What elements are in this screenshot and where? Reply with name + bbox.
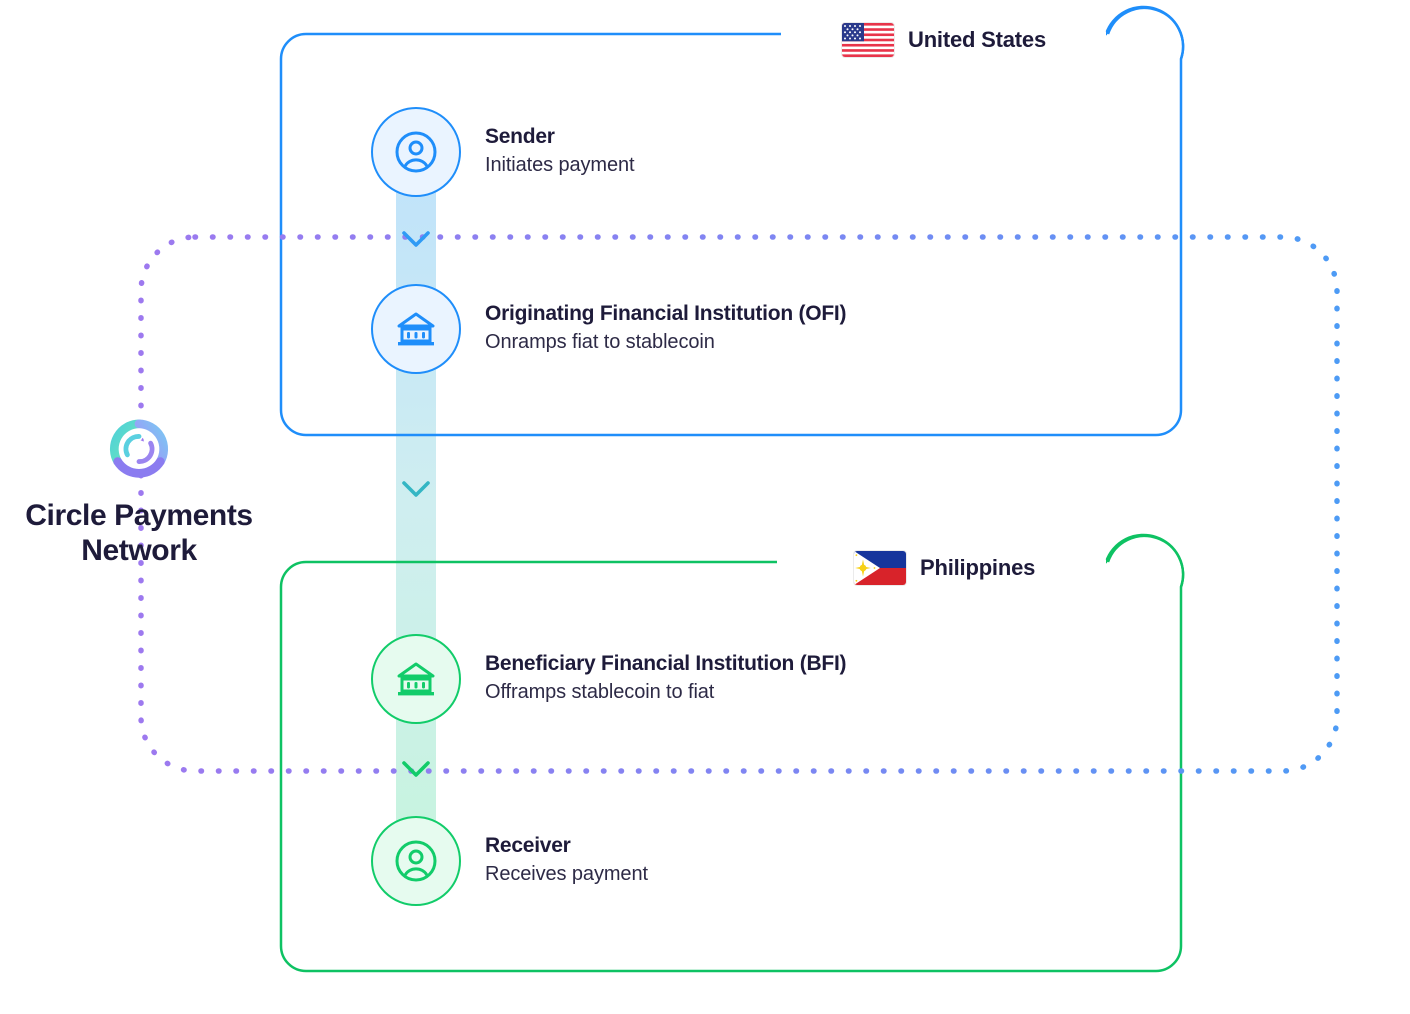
chevron-down-icon-1 — [402, 231, 430, 247]
flag-philippines-icon — [854, 551, 906, 585]
node-receiver-text: Receiver Receives payment — [485, 832, 648, 890]
chevron-down-icon-2 — [402, 481, 430, 497]
node-ofi-text: Originating Financial Institution (OFI) … — [485, 300, 846, 358]
node-subtitle: Initiates payment — [485, 153, 635, 176]
region-label-united-states: United States — [836, 23, 1052, 57]
node-title: Originating Financial Institution (OFI) — [485, 302, 847, 326]
brand-name-line2: Network — [81, 534, 197, 568]
node-title: Beneficiary Financial Institution (BFI) — [485, 652, 847, 676]
brand-name-line1: Circle Payments — [25, 499, 253, 532]
node-ofi-badge — [371, 284, 461, 374]
node-subtitle: Receives payment — [485, 862, 648, 885]
node-subtitle: Offramps stablecoin to fiat — [485, 680, 715, 703]
user-avatar-icon — [395, 131, 437, 173]
region-label-text: Philippines — [920, 555, 1036, 580]
philippines-frame-top-right — [1106, 534, 1185, 588]
bank-building-icon — [397, 662, 435, 696]
node-title: Receiver — [485, 834, 571, 858]
bank-building-icon — [397, 312, 435, 346]
region-label-text: United States — [908, 27, 1046, 52]
node-bfi-text: Beneficiary Financial Institution (BFI) … — [485, 650, 847, 708]
node-title: Sender — [485, 125, 555, 149]
user-avatar-icon — [395, 840, 437, 882]
node-sender-text: Sender Initiates payment — [485, 123, 635, 181]
node-sender: Sender Initiates payment — [371, 107, 635, 197]
node-subtitle: Onramps fiat to stablecoin — [485, 330, 715, 353]
node-ofi: Originating Financial Institution (OFI) … — [371, 284, 846, 374]
flag-united-states-icon — [842, 23, 894, 57]
united-states-frame-top-right — [1106, 6, 1185, 60]
payment-flow-band — [396, 150, 436, 862]
node-bfi: Beneficiary Financial Institution (BFI) … — [371, 634, 847, 724]
node-bfi-badge — [371, 634, 461, 724]
node-sender-badge — [371, 107, 461, 197]
node-receiver-badge — [371, 816, 461, 906]
brand-name: Circle Payments Network — [0, 498, 278, 569]
chevron-down-icon-3 — [402, 761, 430, 777]
brand-block: Circle Payments Network — [0, 418, 278, 569]
region-label-philippines: Philippines — [848, 551, 1042, 585]
circle-logo-icon — [109, 419, 169, 478]
node-receiver: Receiver Receives payment — [371, 816, 648, 906]
